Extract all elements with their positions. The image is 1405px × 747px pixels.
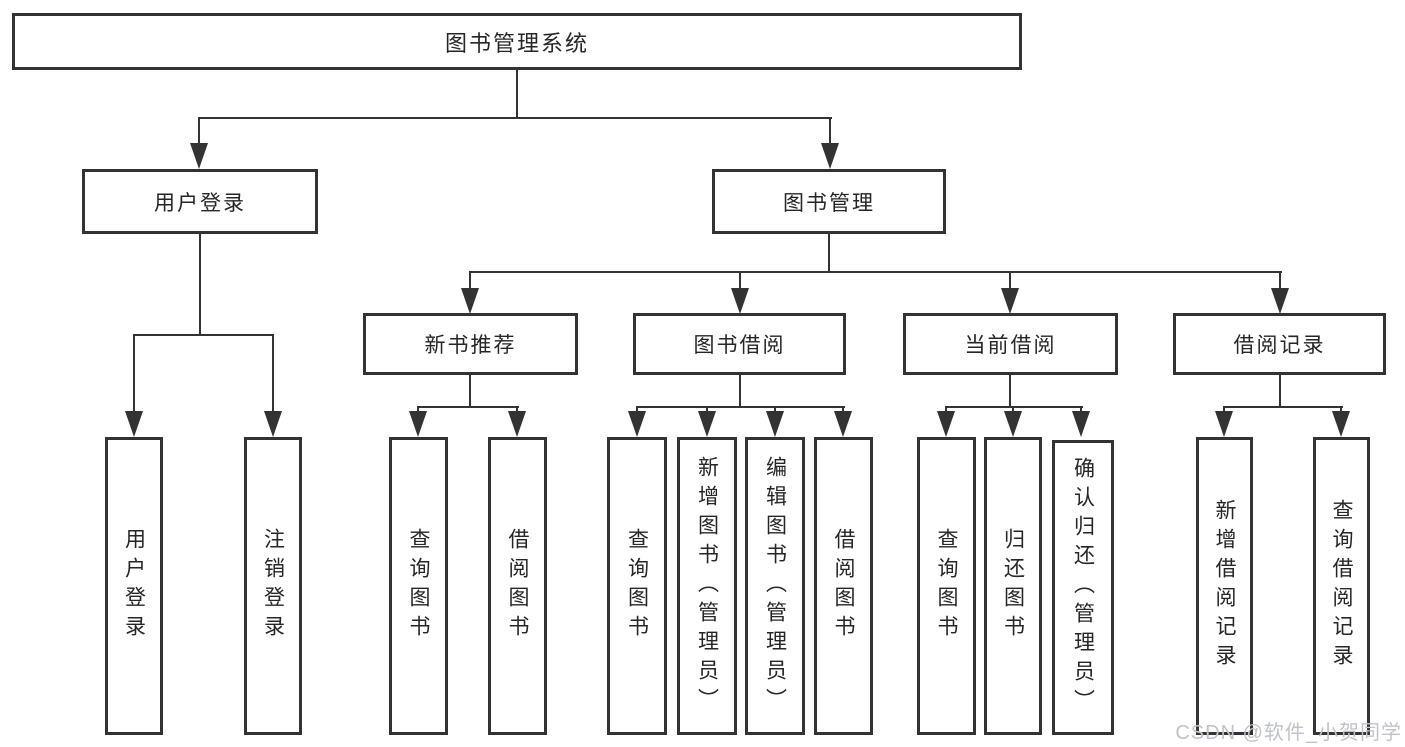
connector-line — [774, 406, 776, 415]
connector-line — [469, 374, 471, 408]
leaf-label: 新增借阅记录 — [1213, 499, 1236, 673]
arrow-down-icon — [1215, 411, 1233, 437]
leaf-label: 确认归还（管理员） — [1071, 457, 1095, 718]
connector-line — [516, 69, 518, 118]
connector-line — [1080, 406, 1082, 415]
connector-line — [1279, 271, 1281, 291]
node-label: 当前借阅 — [964, 334, 1057, 357]
arrow-down-icon — [731, 288, 749, 314]
arrow-down-icon — [821, 143, 839, 169]
leaf-query-books-current: 查询图书 — [917, 437, 976, 735]
arrow-down-icon — [1072, 411, 1090, 437]
leaf-borrow-books: 借阅图书 — [814, 437, 873, 735]
watermark: CSDN @软件_小贺同学 — [1175, 722, 1402, 744]
node-label: 借阅记录 — [1233, 334, 1326, 357]
connector-line — [198, 117, 832, 119]
connector-line — [945, 406, 947, 415]
leaf-logout: 注销登录 — [244, 437, 302, 735]
node-label: 新书推荐 — [424, 334, 517, 357]
arrow-down-icon — [937, 411, 955, 437]
connector-line — [1012, 406, 1014, 415]
arrow-down-icon — [1004, 411, 1022, 437]
leaf-label: 归还图书 — [1001, 528, 1025, 644]
leaf-query-books-borrowing: 查询图书 — [607, 437, 667, 735]
arrow-down-icon — [1332, 411, 1350, 437]
node-label: 图书管理系统 — [444, 30, 589, 56]
arrow-down-icon — [834, 411, 852, 437]
node-book-management: 图书管理 — [712, 169, 946, 234]
leaf-query-borrow-record: 查询借阅记录 — [1313, 437, 1370, 735]
connector-line — [829, 117, 831, 147]
connector-line — [199, 234, 201, 335]
connector-line — [272, 334, 274, 414]
arrow-down-icon — [125, 411, 143, 437]
leaf-label: 查询图书 — [407, 528, 430, 644]
connector-line — [828, 234, 830, 273]
node-new-book-recommend: 新书推荐 — [363, 313, 578, 375]
node-label: 图书管理 — [783, 191, 875, 215]
connector-line — [133, 334, 274, 336]
leaf-query-books-recommend: 查询图书 — [389, 437, 448, 735]
connector-line — [636, 406, 638, 415]
connector-line — [1340, 406, 1342, 415]
leaf-user-login: 用户登录 — [105, 437, 163, 735]
connector-line — [1223, 406, 1225, 415]
connector-line — [739, 271, 741, 291]
connector-line — [1279, 374, 1281, 408]
connector-line — [516, 406, 518, 415]
arrow-down-icon — [628, 411, 646, 437]
connector-line — [469, 271, 471, 291]
connector-line — [469, 271, 1282, 273]
node-label: 图书借阅 — [693, 334, 786, 357]
node-user-login: 用户登录 — [82, 169, 318, 234]
leaf-label: 用户登录 — [122, 528, 146, 644]
connector-line — [133, 334, 135, 414]
arrow-down-icon — [461, 288, 479, 314]
leaf-label: 查询图书 — [935, 528, 958, 644]
arrow-down-icon — [508, 411, 526, 437]
leaf-return-books: 归还图书 — [984, 437, 1042, 735]
leaf-label: 查询图书 — [625, 528, 649, 644]
connector-line — [198, 117, 200, 147]
connector-line — [1223, 406, 1343, 408]
leaf-label: 新增图书（管理员） — [695, 455, 719, 717]
leaf-label: 查询借阅记录 — [1330, 499, 1353, 673]
connector-line — [417, 406, 519, 408]
node-borrowing-records: 借阅记录 — [1173, 313, 1386, 375]
node-root: 图书管理系统 — [12, 13, 1022, 70]
arrow-down-icon — [264, 411, 282, 437]
arrow-down-icon — [1001, 288, 1019, 314]
connector-line — [945, 406, 1083, 408]
leaf-label: 注销登录 — [261, 528, 285, 644]
leaf-label: 编辑图书（管理员） — [763, 455, 787, 717]
node-current-borrowing: 当前借阅 — [903, 313, 1118, 375]
arrow-down-icon — [1271, 288, 1289, 314]
leaf-label: 借阅图书 — [832, 528, 855, 644]
connector-line — [739, 374, 741, 408]
connector-line — [706, 406, 708, 415]
leaf-label: 借阅图书 — [506, 528, 529, 644]
node-book-borrowing: 图书借阅 — [633, 313, 846, 375]
connector-line — [1009, 374, 1011, 408]
arrow-down-icon — [766, 411, 784, 437]
node-label: 用户登录 — [154, 191, 246, 215]
leaf-edit-books-admin: 编辑图书（管理员） — [745, 437, 805, 735]
arrow-down-icon — [190, 143, 208, 169]
leaf-add-books-admin: 新增图书（管理员） — [677, 437, 737, 735]
arrow-down-icon — [409, 411, 427, 437]
leaf-add-borrow-record: 新增借阅记录 — [1196, 437, 1253, 735]
leaf-borrow-books-recommend: 借阅图书 — [488, 437, 547, 735]
connector-line — [1009, 271, 1011, 291]
connector-line — [636, 406, 845, 408]
connector-line — [417, 406, 419, 415]
leaf-confirm-return-admin: 确认归还（管理员） — [1052, 440, 1114, 735]
connector-line — [842, 406, 844, 415]
arrow-down-icon — [698, 411, 716, 437]
